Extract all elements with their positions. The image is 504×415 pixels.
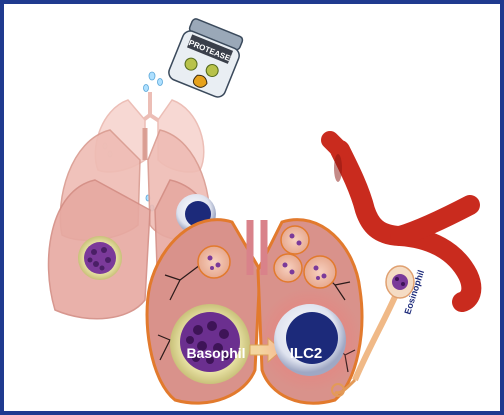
basophil-small (78, 236, 122, 280)
ilc2-label: ILC2 (290, 345, 323, 362)
basophil-cell: Basophil (170, 304, 250, 384)
ilc2-cell: ILC2 (258, 288, 362, 392)
basophil-label: Basophil (186, 345, 245, 361)
